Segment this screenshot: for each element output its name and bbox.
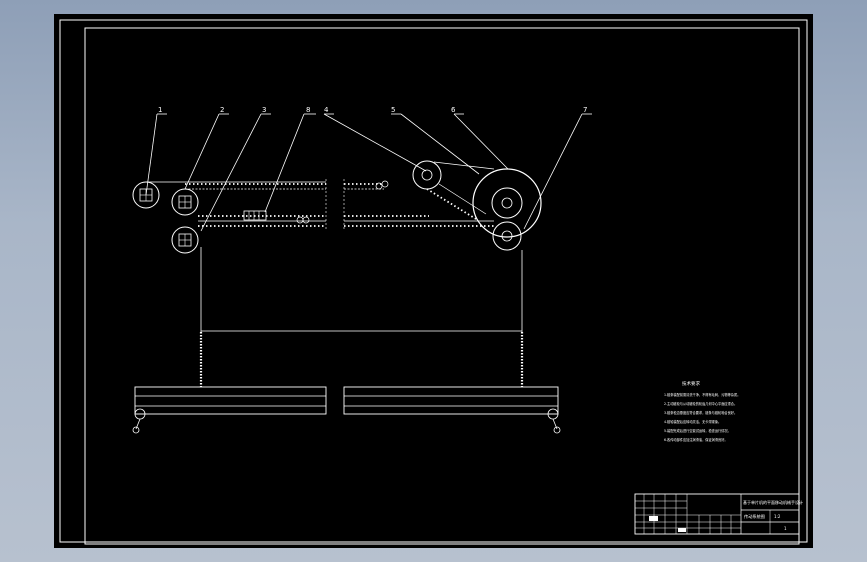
part-label-4: 4: [324, 106, 329, 114]
notes-line-3: 3.链条松边垂度应符合要求，链条与链轮啮合良好。: [664, 410, 737, 415]
notes-line-2: 2.主动链轮与从动链轮的轮齿几何中心平面应重合。: [664, 401, 737, 406]
sprocket-1: [132, 181, 160, 209]
chain-upper: [146, 180, 389, 190]
part-label-1: 1: [158, 106, 162, 114]
part-label-8: 8: [306, 106, 310, 114]
title-block: 基于单片机的平面移动机械手设计 传动系统图 1:2 1: [634, 493, 803, 535]
large-sprocket-6: [472, 168, 542, 238]
title-block-title: 基于单片机的平面移动机械手设计: [743, 499, 803, 505]
base-rails: [132, 386, 561, 434]
sprocket-2: [171, 188, 199, 216]
notes-title: 技术要求: [682, 380, 700, 387]
sprocket-3: [171, 226, 199, 254]
inner-frame: [84, 27, 800, 545]
drawing-sheet: 1 2 3 8 4 5 6 7: [54, 14, 813, 548]
part-label-5: 5: [391, 106, 395, 114]
vertical-chains: [199, 247, 524, 387]
leader-lines: [145, 113, 592, 232]
part-label-2: 2: [220, 106, 224, 114]
part-label-7: 7: [583, 106, 587, 114]
technical-notes: 技术要求 1.链条装配前需清洗干净，不得有毛刺、污物等杂质。 2.主动链轮与从动…: [664, 380, 740, 442]
drive-sprocket-7: [492, 221, 522, 251]
notes-line-5: 5.装配完成后进行空载试运转，检查运行情况。: [664, 428, 731, 433]
outer-border: [59, 19, 808, 543]
title-block-sheet: 1: [784, 526, 787, 531]
part-label-3: 3: [262, 106, 266, 114]
title-block-drawing-name: 传动系统图: [744, 513, 765, 520]
notes-line-6: 6.各传动部件应加注润滑油，保证润滑良好。: [664, 437, 728, 442]
title-block-scale: 1:2: [774, 514, 781, 519]
chain-lower: [198, 210, 494, 227]
notes-line-1: 1.链条装配前需清洗干净，不得有毛刺、污物等杂质。: [664, 392, 740, 397]
notes-line-4: 4.链轮装配后应转动灵活，无卡滞现象。: [664, 419, 721, 424]
part-label-6: 6: [451, 106, 456, 114]
cad-drawing: 1 2 3 8 4 5 6 7: [59, 19, 808, 545]
chain-diagonal: [325, 161, 495, 229]
idler-sprocket-4: [412, 160, 442, 190]
